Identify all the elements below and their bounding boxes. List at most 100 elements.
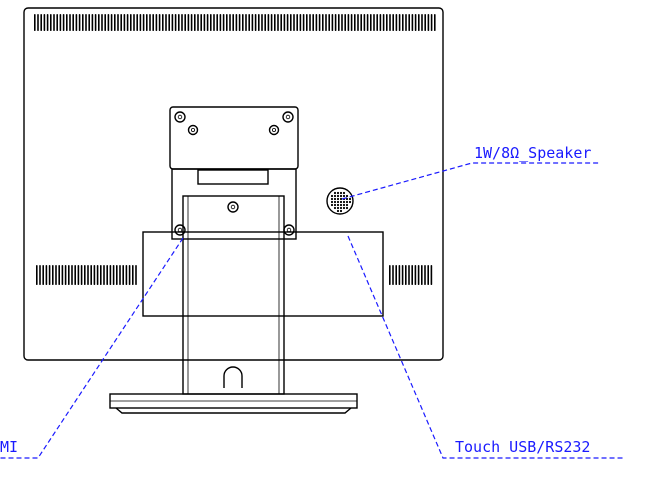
hinge-screw-lower-right (283, 224, 295, 236)
vent-slot (370, 14, 372, 31)
vent-slot (117, 14, 119, 31)
speaker-hole (342, 206, 346, 210)
vent-slot (424, 14, 426, 31)
vent-slot (88, 14, 90, 31)
vent-slot (414, 14, 417, 31)
vent-slot (87, 265, 89, 285)
speaker-hole (339, 200, 343, 204)
vent-slot (405, 265, 407, 285)
vent-slot (165, 14, 167, 31)
vent-slot (130, 14, 132, 31)
vent-slot (395, 265, 397, 285)
vent-slot (206, 14, 209, 31)
speaker-hole (336, 203, 340, 207)
vent-slot (392, 265, 394, 285)
vent-slot (119, 265, 121, 285)
vent-slot (366, 14, 369, 31)
vent-slot (430, 265, 433, 285)
vent-slot (46, 14, 49, 31)
vesa-screw-top-right (282, 111, 294, 123)
speaker-hole (345, 194, 349, 198)
vent-slot (78, 14, 81, 31)
vent-slot (197, 14, 199, 31)
vent-slot (75, 14, 78, 31)
vent-slot (331, 14, 334, 31)
vent-slot (389, 14, 391, 31)
speaker-hole (345, 197, 349, 201)
vent-slot (158, 14, 161, 31)
vent-slot (187, 14, 190, 31)
vent-slot (91, 14, 94, 31)
speaker-hole (342, 191, 346, 195)
vent-slot (350, 14, 353, 31)
vent-slot (392, 14, 394, 31)
vesa-screw-upper-left (187, 124, 199, 136)
vent-slot (136, 14, 138, 31)
cable-clip (223, 366, 243, 388)
vent-slot (322, 14, 324, 31)
vent-slot (328, 14, 330, 31)
vent-slot (254, 14, 257, 31)
vent-slot (401, 265, 404, 285)
vent-slot (341, 14, 343, 31)
vent-slot (261, 14, 263, 31)
vent-slot (402, 14, 404, 31)
vent-slot (94, 14, 97, 31)
vent-slot (421, 265, 423, 285)
speaker-hole (333, 191, 337, 195)
vent-slot (226, 14, 228, 31)
speaker-grille (326, 187, 354, 215)
vent-slot (357, 14, 359, 31)
vent-slot (37, 14, 39, 31)
speaker-hole (348, 197, 352, 201)
vent-slot (62, 14, 65, 31)
speaker-hole (333, 200, 337, 204)
vent-slot (379, 14, 382, 31)
vent-slot (264, 14, 266, 31)
vent-left (36, 265, 137, 285)
vent-slot (52, 265, 54, 285)
vent-slot (417, 265, 420, 285)
speaker-grille-holes (330, 191, 352, 213)
vent-slot (162, 14, 164, 31)
vent-slot (61, 265, 64, 285)
vent-slot (325, 14, 327, 31)
vent-slot (238, 14, 241, 31)
vent-slot (430, 14, 433, 31)
vent-slot (122, 265, 124, 285)
vent-slot (427, 265, 429, 285)
vent-slot (42, 265, 44, 285)
vent-slot (77, 265, 80, 285)
vent-slot (408, 265, 410, 285)
vent-slot (190, 14, 193, 31)
vent-slot (174, 14, 177, 31)
hinge-screw-lower-left (174, 224, 186, 236)
vent-slot (139, 14, 142, 31)
vent-slot (203, 14, 206, 31)
hdmi-leader-line (0, 237, 184, 459)
vent-slot (106, 265, 108, 285)
speaker-hole (342, 194, 346, 198)
speaker-hole (342, 203, 346, 207)
vent-slot (50, 14, 52, 31)
vent-slot (125, 265, 128, 285)
vent-slot (74, 265, 76, 285)
speaker-hole (330, 194, 334, 198)
vent-slot (45, 265, 48, 285)
vent-slot (213, 14, 215, 31)
vent-slot (302, 14, 305, 31)
vent-slot (219, 14, 222, 31)
vent-slot (411, 265, 413, 285)
vent-slot (133, 14, 135, 31)
vent-slot (235, 14, 238, 31)
speaker-hole (339, 206, 343, 210)
vent-slot (245, 14, 247, 31)
vent-slot (334, 14, 337, 31)
vent-slot (414, 265, 417, 285)
speaker-hole (345, 200, 349, 204)
vent-slot (293, 14, 295, 31)
touch-callout-label: Touch USB/RS232 (455, 438, 590, 456)
vent-slot (128, 265, 131, 285)
vent-slot (68, 265, 70, 285)
speaker-hole (336, 197, 340, 201)
